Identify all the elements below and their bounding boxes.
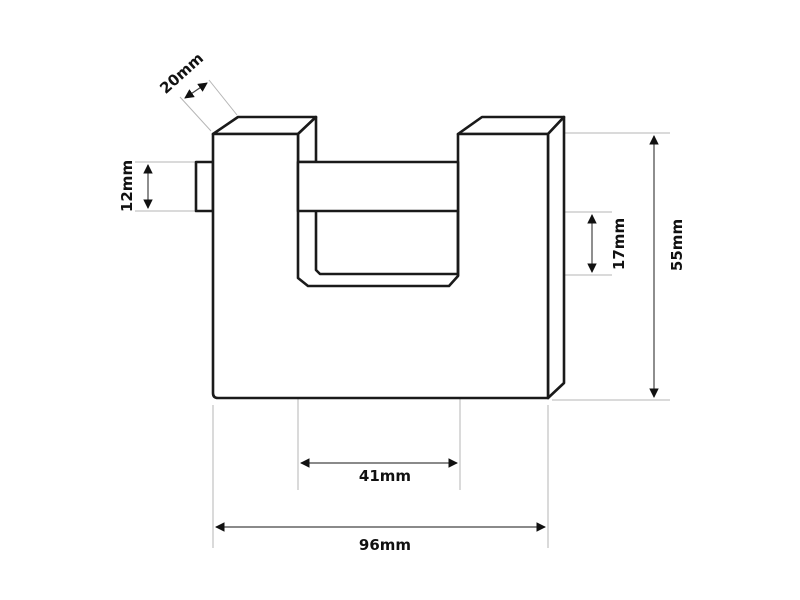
arrow-20mm: [184, 82, 208, 99]
label-41mm: 41mm: [359, 467, 411, 485]
shackle-bar: [296, 160, 460, 213]
label-96mm: 96mm: [359, 536, 411, 554]
right-block-side: [546, 115, 566, 400]
shackle-inner: [314, 211, 458, 276]
label-17mm: 17mm: [610, 218, 628, 270]
label-20mm: 20mm: [156, 49, 207, 97]
padlock-drawing: [194, 115, 566, 400]
locking-pin: [194, 160, 215, 213]
dimension-arrows: [143, 82, 659, 532]
right-block-top: [456, 115, 566, 136]
label-12mm: 12mm: [118, 160, 136, 212]
label-55mm: 55mm: [668, 219, 686, 271]
